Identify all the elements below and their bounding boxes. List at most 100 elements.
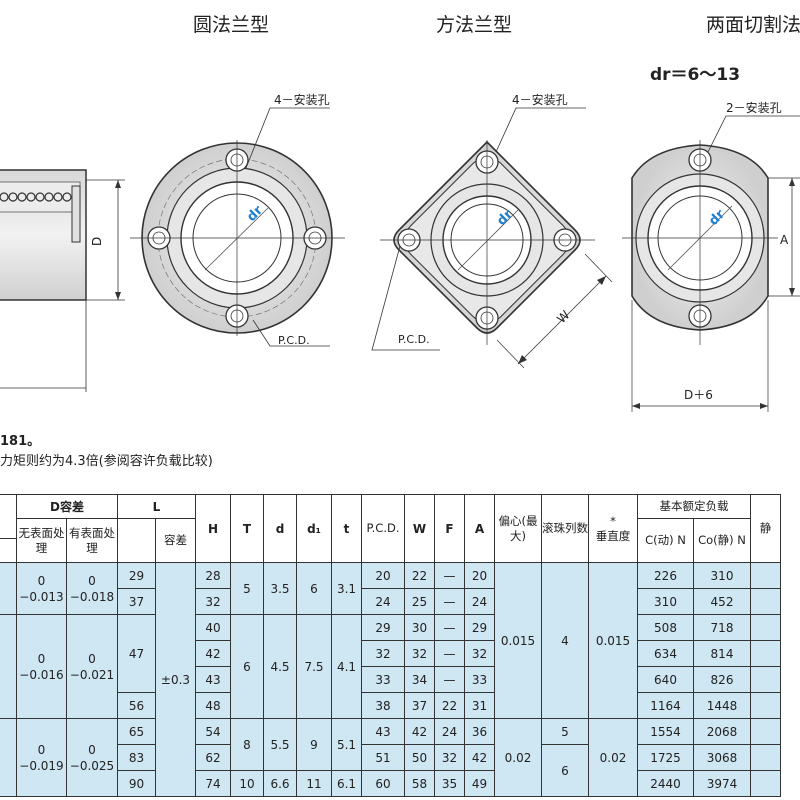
tol-no-0: 0 −0.013	[19, 573, 64, 604]
W-7: 50	[404, 744, 435, 771]
Co-6: 2068	[693, 718, 751, 745]
th-L-tol: 容差	[155, 518, 196, 563]
L-value-5: 83	[117, 744, 156, 771]
th-T: T	[230, 494, 264, 563]
F-0: —	[434, 562, 465, 589]
Co-1: 452	[693, 588, 751, 615]
H-0: 28	[195, 562, 231, 589]
spec-table: D容差 L H T d d₁ t P.C.D. W F A 偏心(最大) 滚珠列…	[0, 494, 781, 797]
round-flange-view	[130, 107, 345, 347]
t-2: 5.1	[331, 718, 362, 771]
d-3: 6.6	[263, 770, 297, 797]
two-side-cut-view	[622, 115, 800, 412]
th-L: L	[117, 494, 196, 519]
th-pcd: P.C.D.	[361, 494, 405, 563]
twoside-holes-callout: 2－安装孔	[726, 100, 782, 115]
ecc-0: 0.015	[494, 562, 542, 719]
L-value-0: 29	[117, 562, 156, 589]
Co-8: 3974	[693, 770, 751, 797]
H-2: 40	[195, 614, 231, 641]
d1-2: 9	[296, 718, 332, 771]
A-3: 32	[464, 640, 495, 667]
dr-range-label: dr＝6～13	[650, 65, 741, 85]
th-balls: 滚珠列数	[541, 494, 589, 563]
L-value-6: 90	[117, 770, 156, 797]
technical-drawing: D 4－安装孔 P.C.D. dr	[0, 92, 800, 412]
pcd-2: 29	[361, 614, 405, 641]
L-tol-value: ±0.3	[155, 562, 196, 797]
square-holes-callout: 4－安装孔	[512, 92, 568, 107]
header-square-flange: 方法兰型	[436, 14, 513, 36]
C-2: 508	[637, 614, 694, 641]
pcd-7: 51	[361, 744, 405, 771]
A-0: 20	[464, 562, 495, 589]
d-1: 4.5	[263, 614, 297, 719]
note-line-1: 181。	[0, 434, 41, 449]
perp-1: 0.02	[588, 718, 638, 797]
C-8: 2440	[637, 770, 694, 797]
F-3: —	[434, 640, 465, 667]
t-0: 3.1	[331, 562, 362, 615]
th-A: A	[464, 494, 495, 563]
tol-yes-2: 0 −0.025	[69, 742, 115, 773]
round-holes-callout: 4－安装孔	[274, 92, 330, 107]
square-flange-view	[371, 107, 613, 369]
Co-2: 718	[693, 614, 751, 641]
th-load: 基本额定负载	[637, 494, 751, 519]
Co-4: 826	[693, 666, 751, 693]
d-0: 3.5	[263, 562, 297, 615]
A-1: 24	[464, 588, 495, 615]
th-t: t	[331, 494, 362, 563]
C-1: 310	[637, 588, 694, 615]
side-view	[0, 169, 125, 392]
pcd-3: 32	[361, 640, 405, 667]
C-5: 1164	[637, 692, 694, 719]
C-3: 634	[637, 640, 694, 667]
balls-2: 6	[541, 744, 589, 797]
T-2: 8	[230, 718, 264, 771]
A-4: 33	[464, 666, 495, 693]
balls-0: 4	[541, 562, 589, 719]
T-1: 6	[230, 614, 264, 719]
th-ecc: 偏心(最大)	[494, 494, 542, 563]
pcd-6: 43	[361, 718, 405, 745]
tol-yes-1: 0 −0.021	[69, 651, 115, 682]
th-d1: d₁	[296, 494, 332, 563]
F-2: —	[434, 614, 465, 641]
H-4: 43	[195, 666, 231, 693]
pcd-5: 38	[361, 692, 405, 719]
th-d-tol-no: 无表面处理	[16, 518, 67, 563]
square-pcd-callout: P.C.D.	[398, 333, 430, 346]
W-3: 32	[404, 640, 435, 667]
C-0: 226	[637, 562, 694, 589]
A-8: 49	[464, 770, 495, 797]
th-extra: 静	[750, 494, 781, 563]
W-4: 34	[404, 666, 435, 693]
W-1: 25	[404, 588, 435, 615]
dim-W-label: W	[554, 308, 572, 326]
C-4: 640	[637, 666, 694, 693]
tol-no-1: 0 −0.016	[19, 651, 64, 682]
pcd-8: 60	[361, 770, 405, 797]
F-1: —	[434, 588, 465, 615]
F-7: 32	[434, 744, 465, 771]
L-value-3: 56	[117, 692, 156, 719]
W-5: 37	[404, 692, 435, 719]
H-1: 32	[195, 588, 231, 615]
H-3: 42	[195, 640, 231, 667]
Co-5: 1448	[693, 692, 751, 719]
A-5: 31	[464, 692, 495, 719]
d1-1: 7.5	[296, 614, 332, 719]
H-5: 48	[195, 692, 231, 719]
F-6: 24	[434, 718, 465, 745]
W-8: 58	[404, 770, 435, 797]
H-8: 74	[195, 770, 231, 797]
header-round-flange: 圆法兰型	[193, 14, 270, 36]
d1-0: 6	[296, 562, 332, 615]
dim-D6-label: D＋6	[684, 388, 713, 402]
W-0: 22	[404, 562, 435, 589]
dim-D-label: D	[90, 237, 104, 246]
th-Co: Co(静) N	[693, 518, 751, 563]
th-d-tol-yes: 有表面处理	[66, 518, 118, 563]
dim-A-label: A	[780, 233, 789, 247]
